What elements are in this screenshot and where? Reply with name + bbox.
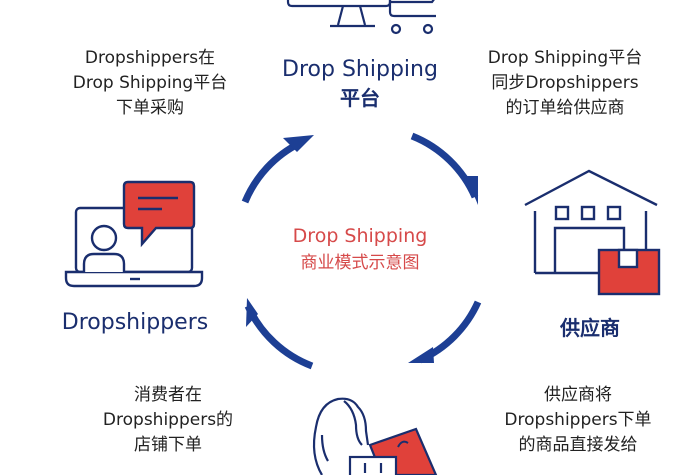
arrowhead-top-right [466,176,478,205]
step-top-right-line: Drop Shipping平台 [487,48,643,68]
step-top-left: Dropshippers在 Drop Shipping平台 下单采购 [40,46,260,121]
step-bottom-right-line: 的商品直接发给 [518,435,638,455]
step-top-left-line: Drop Shipping平台 [72,73,228,93]
step-bottom-left-line: Dropshippers的 [102,410,234,430]
step-top-left-line: Dropshippers在 [84,48,216,68]
laptop-chat-icon [64,180,204,288]
computer-cart-icon [286,0,436,35]
step-bottom-right-line: 供应商将 [544,385,612,405]
dropshippers-label: Dropshippers [61,310,209,335]
arrowhead-top-left [283,135,314,152]
step-top-right: Drop Shipping平台 同步Dropshippers 的订单给供应商 [455,46,675,121]
step-bottom-left-line: 消费者在 [134,385,202,405]
arrow-bottom-left [244,304,314,370]
step-top-right-line: 同步Dropshippers [491,73,639,93]
warehouse-box-icon [524,169,661,296]
step-bottom-left-line: 店铺下单 [134,435,202,455]
center-title: Drop Shipping [292,225,428,247]
shopper-bag-icon [312,397,438,475]
platform-label-line1: Drop Shipping [282,57,438,82]
platform-label-line2: 平台 [340,86,380,110]
step-bottom-left: 消费者在 Dropshippers的 店铺下单 [58,383,278,458]
step-bottom-right-line: Dropshippers下单 [504,410,652,430]
step-top-left-line: 下单采购 [116,98,184,118]
arrowhead-bottom-left [246,298,258,327]
step-bottom-right: 供应商将 Dropshippers下单 的商品直接发给 [468,383,688,458]
arrow-top-left [241,139,302,204]
step-top-right-line: 的订单给供应商 [505,98,625,118]
supplier-label: 供应商 [560,316,620,340]
center-subtitle: 商业模式示意图 [300,253,420,273]
platform-label: Drop Shipping 平台 [250,56,470,112]
arrow-top-right [410,132,479,199]
arrowhead-bottom-right [408,347,434,363]
